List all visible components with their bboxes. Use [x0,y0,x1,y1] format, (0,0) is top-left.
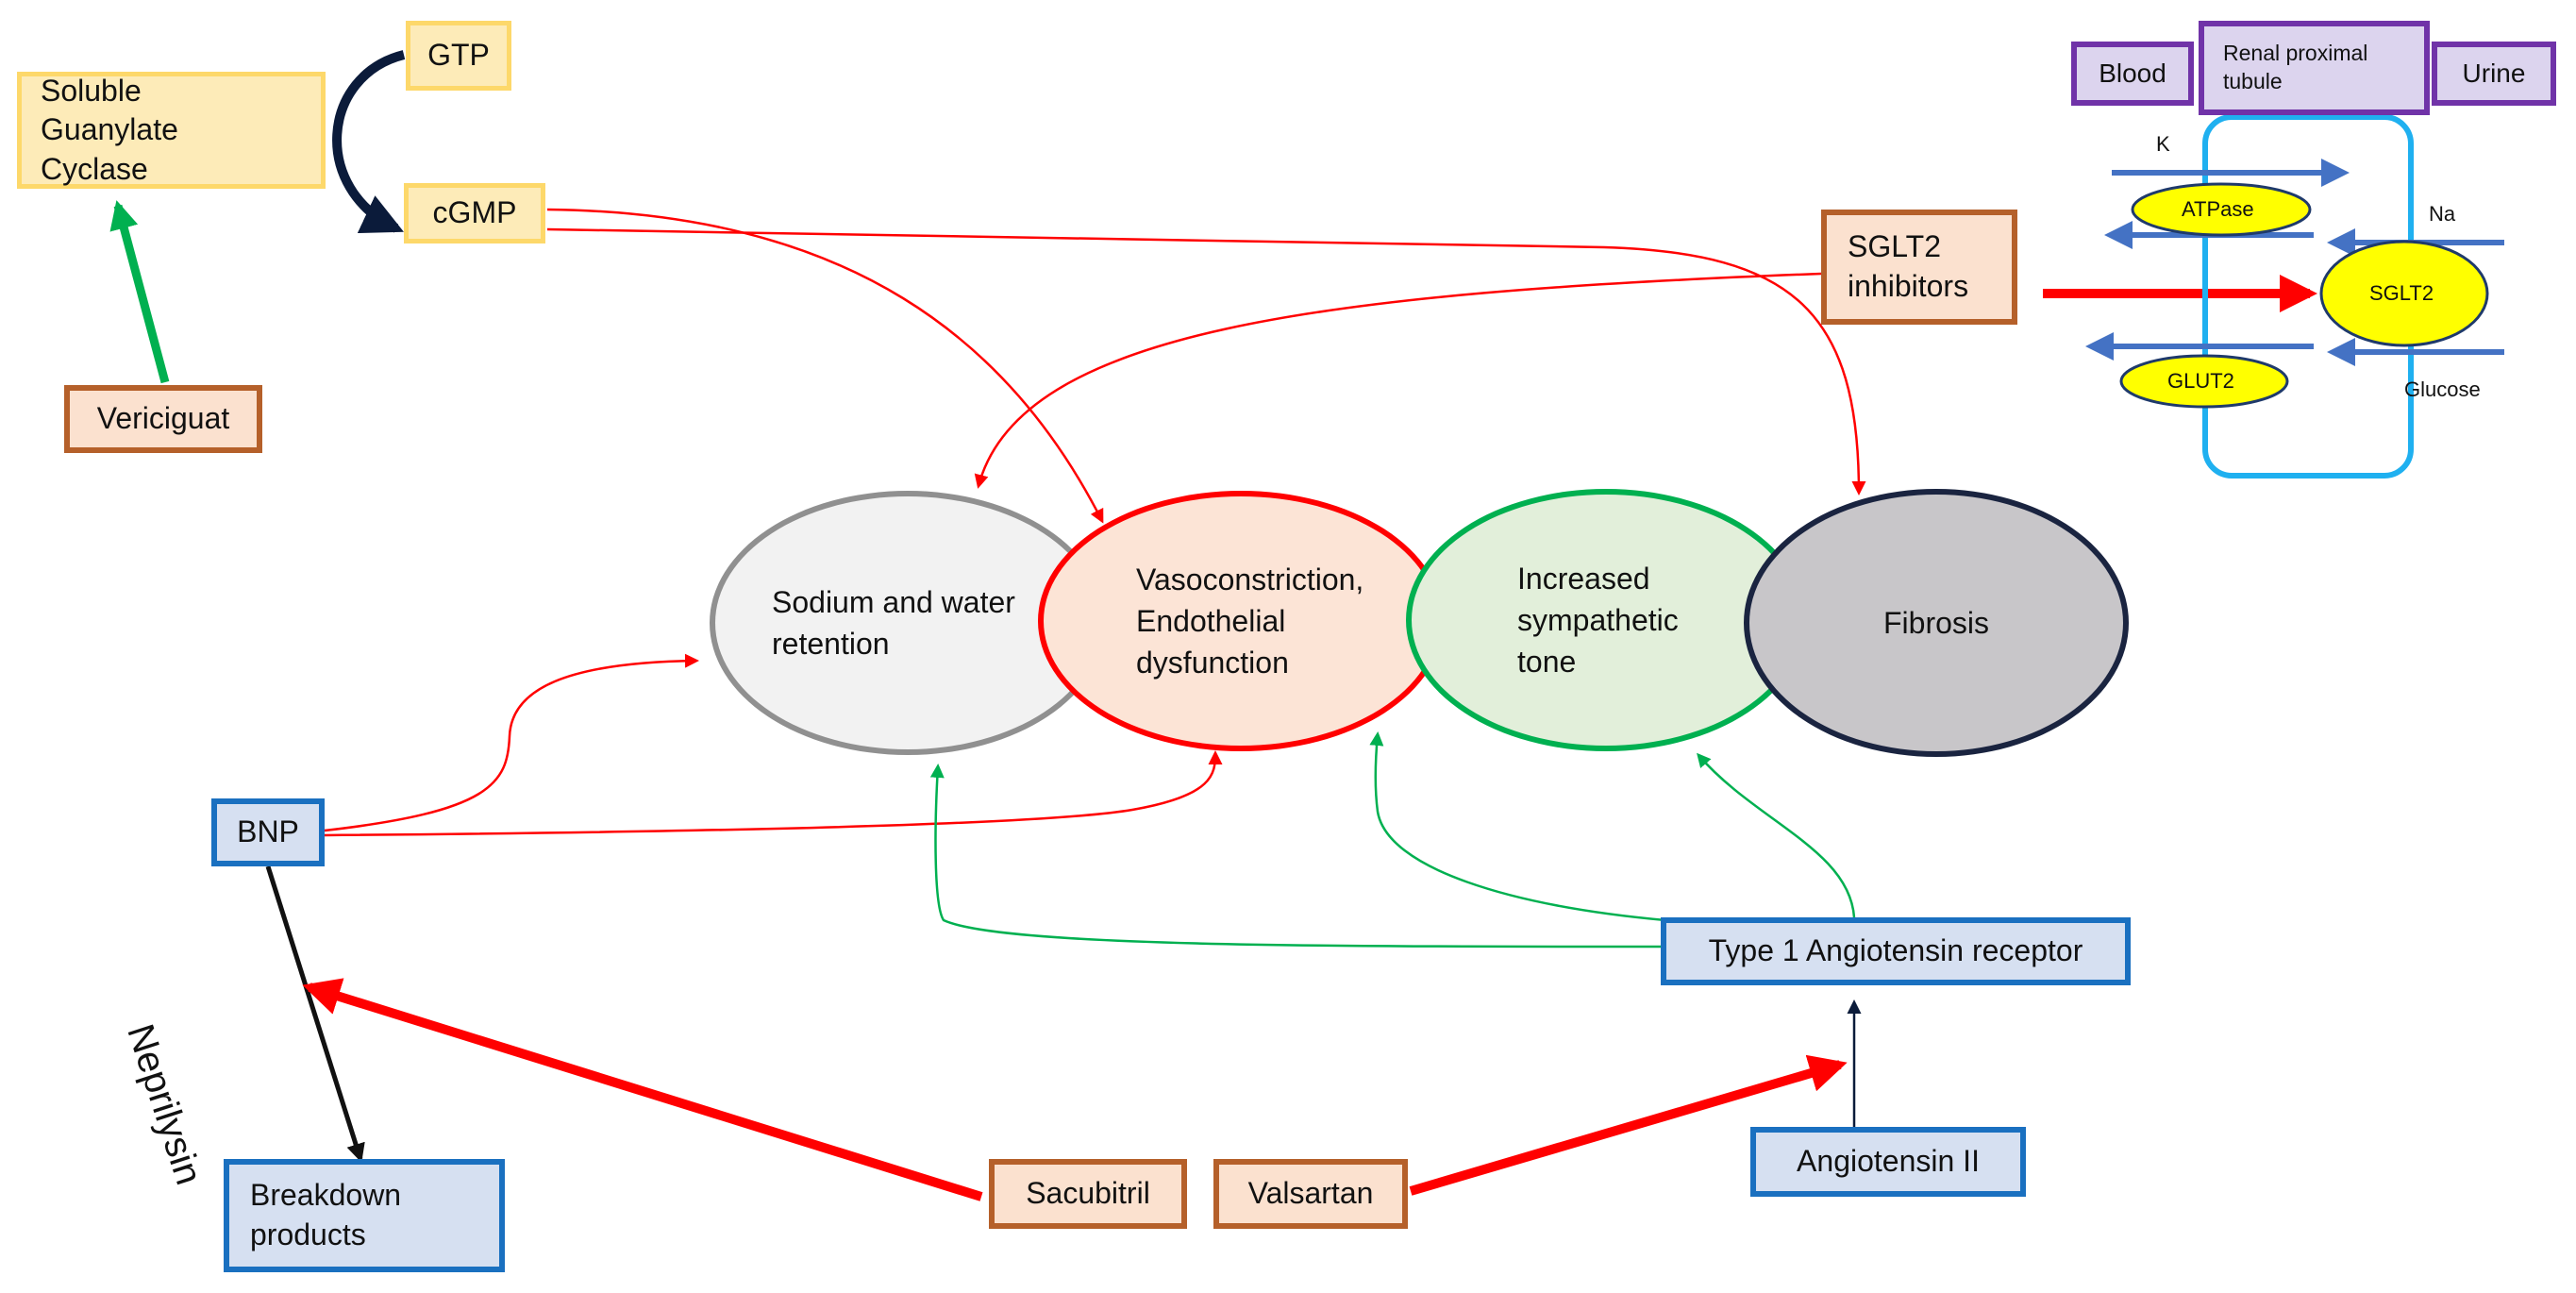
k-label: K [2156,132,2170,156]
sacubitril-box: Sacubitril [989,1159,1187,1229]
valsartan-label: Valsartan [1247,1176,1374,1211]
blood-label: Blood [2099,58,2166,88]
type1-angiotensin-receptor-box: Type 1 Angiotensin receptor [1661,917,2131,985]
angiotensin-ii-label: Angiotensin II [1797,1144,1980,1179]
glut2-label: GLUT2 [2167,369,2234,393]
sacubitril-inhibits-neprilysin-arrow [302,978,983,1201]
sympathetic-tone-label: Increased sympathetic tone [1517,561,1679,680]
at1r-to-vasoconstriction-arrow [1369,731,1666,922]
fibrosis-label: Fibrosis [1882,605,1989,640]
urine-label: Urine [2462,58,2526,88]
bnp-box: BNP [211,798,325,866]
sglt2-transporter [2319,240,2489,347]
urine-box: Urine [2432,42,2556,106]
vasoconstriction-ellipse: Vasoconstriction, Endothelial dysfunctio… [1038,491,1444,751]
breakdown-products-label: Breakdown products [250,1178,402,1251]
angiotensin-ii-box: Angiotensin II [1750,1127,2026,1197]
na-label: Na [2429,202,2456,226]
vericiguat-box: Vericiguat [64,385,262,453]
breakdown-products-box: Breakdown products [224,1159,505,1272]
vericiguat-label: Vericiguat [96,401,230,436]
cgmp-box: cGMP [404,183,545,243]
vasoconstriction-label: Vasoconstriction, Endothelial dysfunctio… [1136,562,1364,680]
sglt2-inhibitors-box: SGLT2 inhibitors [1821,210,2017,325]
cgmp-to-vasoconstriction-arrow [546,208,1104,524]
bnp-to-vasoconstriction-arrow [324,750,1223,837]
sglt2-inhibitors-label: SGLT2 inhibitors [1848,229,1969,303]
gtp-label: GTP [427,38,490,73]
glucose-label: Glucose [2404,378,2481,401]
blood-box: Blood [2071,42,2194,106]
bnp-to-breakdown-arrow [265,865,365,1163]
valsartan-box: Valsartan [1213,1159,1408,1229]
glut2-transporter [2119,354,2289,409]
sympathetic-tone-ellipse: Increased sympathetic tone [1406,489,1806,751]
renal-proximal-tubule-label: Renal proximal tubule [2223,41,2368,93]
gtp-to-cgmp-arrow [332,50,406,234]
fibrosis-ellipse: Fibrosis [1744,489,2129,757]
soluble-guanylate-cyclase-box: Soluble Guanylate Cyclase [17,72,326,189]
sglt2i-to-sodium-retention-arrow [974,272,1822,489]
sodium-water-retention-label: Sodium and water retention [772,584,1015,661]
at1r-to-sympathetic-tone-arrow [1697,752,1856,918]
gtp-box: GTP [406,21,511,91]
bnp-to-sodium-retention-arrow [324,653,699,832]
atpase-label: ATPase [2182,197,2254,221]
at1r-to-sodium-retention-arrow [929,764,1662,949]
soluble-guanylate-cyclase-label: Soluble Guanylate Cyclase [41,73,178,186]
cgmp-to-fibrosis-arrow [546,227,1866,495]
type1-angiotensin-receptor-label: Type 1 Angiotensin receptor [1708,933,2083,968]
sglt2-label: SGLT2 [2369,281,2434,305]
atpase-transporter [2131,182,2312,237]
sacubitril-label: Sacubitril [1026,1176,1150,1211]
bnp-label: BNP [237,814,299,849]
vericiguat-to-sgc-arrow [109,200,170,384]
cgmp-label: cGMP [432,195,517,230]
valsartan-blocks-at1r-arrow [1409,1054,1848,1196]
renal-proximal-tubule-box: Renal proximal tubule [2199,21,2430,115]
